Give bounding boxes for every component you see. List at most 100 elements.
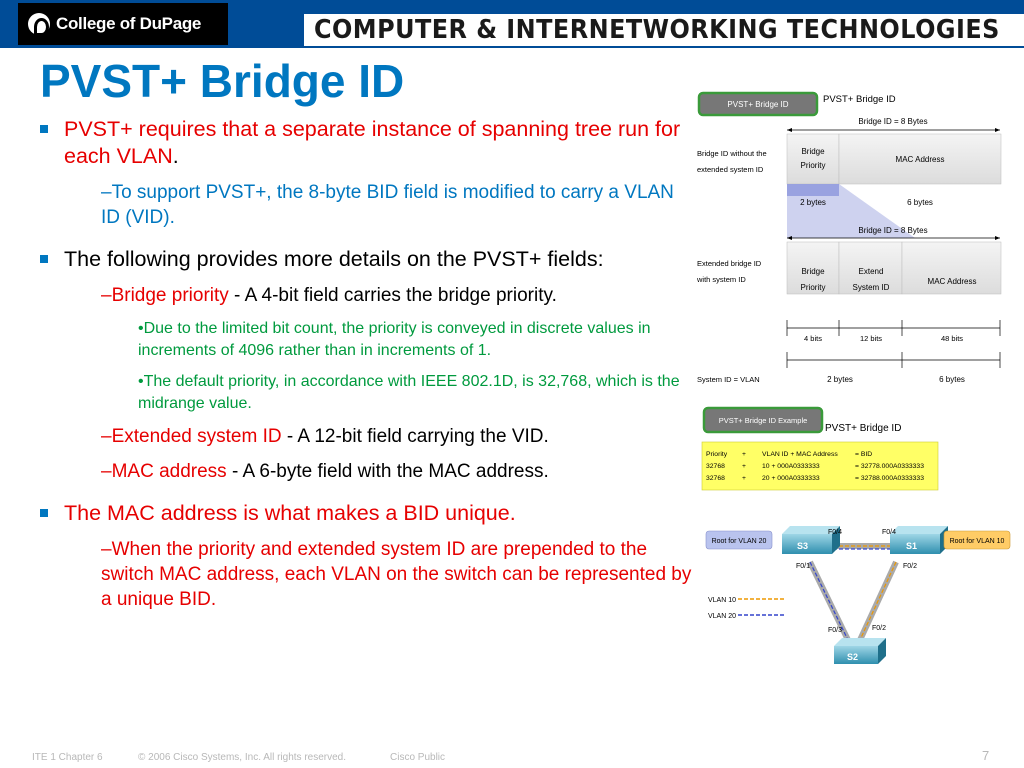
- bullet-1: PVST+ requires that a separate instance …: [36, 116, 696, 170]
- legend-vlan10-label: VLAN 10: [708, 597, 736, 604]
- term-bridge-priority: –Bridge priority: [101, 285, 229, 306]
- bullet-1-period: .: [172, 144, 179, 168]
- row2-ext-line2: System ID: [853, 283, 890, 292]
- row2-priority-line1: Bridge: [801, 267, 825, 276]
- bullet-3-text: The MAC address is what makes a BID uniq…: [64, 501, 516, 525]
- table-cell: 32768: [706, 463, 725, 470]
- sysid-2bytes-label: 2 bytes: [827, 375, 853, 384]
- banner-text: COMPUTER & INTERNETWORKING TECHNOLOGIES: [314, 15, 1000, 45]
- bullet-square-icon: [40, 509, 48, 517]
- port-label: F0/2: [903, 563, 917, 570]
- bullet-2-sub-1-dot-2: •The default priority, in accordance wit…: [138, 373, 680, 412]
- bullet-1-text: PVST+ requires that a separate instance …: [64, 117, 681, 168]
- switch-s3-label: S3: [797, 541, 808, 551]
- row2-priority-box: [786, 241, 840, 295]
- legend-vlan20-label: VLAN 20: [708, 613, 736, 620]
- table-cell: +: [742, 475, 746, 482]
- bullet-2-sub-1-dot-1: •Due to the limited bit count, the prior…: [138, 320, 651, 359]
- bid-example-table: [701, 441, 939, 491]
- root-vlan10-label: Root for VLAN 10: [950, 538, 1005, 545]
- bullet-1-sub-1: –To support PVST+, the 8-byte BID field …: [101, 182, 674, 228]
- row1-mac-label: MAC Address: [896, 155, 945, 164]
- table-cell: = BID: [855, 451, 872, 458]
- row1-mac-box: [838, 133, 1002, 185]
- bullet-2: The following provides more details on t…: [36, 246, 696, 273]
- example-heading: PVST+ Bridge ID: [825, 423, 901, 434]
- table-cell: 20 + 000A0333333: [762, 475, 820, 482]
- bullet-square-icon: [40, 125, 48, 133]
- bid-example-diagram: PVST+ Bridge ID Example PVST+ Bridge ID …: [701, 406, 1011, 664]
- bid-8bytes-label-2: Bridge ID = 8 Bytes: [858, 226, 927, 235]
- table-cell: = 32788.000A0333333: [855, 475, 924, 482]
- bid-heading: PVST+ Bridge ID: [823, 94, 896, 105]
- switch-s1-label: S1: [906, 541, 917, 551]
- table-cell: +: [742, 463, 746, 470]
- bits-48-label: 48 bits: [941, 334, 963, 343]
- footer-chapter: ITE 1 Chapter 6: [32, 752, 103, 763]
- table-cell: Priority: [706, 451, 728, 458]
- arrow-left-icon: [787, 236, 792, 240]
- example-tab: [702, 406, 824, 434]
- college-logo-icon: [28, 13, 50, 36]
- port-label: F0/2: [872, 625, 886, 632]
- bid-tab: [697, 91, 819, 117]
- footer-classification: Cisco Public: [390, 752, 446, 763]
- desc-bridge-priority: - A 4-bit field carries the bridge prior…: [228, 285, 557, 306]
- row1-priority-line1: Bridge: [801, 147, 825, 156]
- header-bar: College of DuPage COMPUTER & INTERNETWOR…: [0, 0, 1024, 48]
- bullet-square-icon: [40, 255, 48, 263]
- root-vlan20-label: Root for VLAN 20: [712, 538, 767, 545]
- root-vlan20-badge: [705, 530, 773, 550]
- bullet-3-sub-1: –When the priority and extended system I…: [101, 539, 692, 610]
- arrow-right-icon: [995, 128, 1000, 132]
- root-vlan10-badge: [943, 530, 1011, 550]
- port-label: F0/4: [882, 529, 896, 536]
- sysid-6bytes-label: 6 bytes: [939, 375, 965, 384]
- row2-ext-box: [838, 241, 903, 295]
- switch-s1-icon: S1: [890, 526, 948, 554]
- switch-s2-icon: S2: [834, 638, 886, 664]
- expansion-wedge: [787, 184, 915, 238]
- bits-4-label: 4 bits: [804, 334, 822, 343]
- table-cell: 10 + 000A0333333: [762, 463, 820, 470]
- link-s3-s2-vlan20: [809, 561, 849, 641]
- table-cell: 32768: [706, 475, 725, 482]
- arrow-right-icon: [995, 236, 1000, 240]
- bid-8bytes-label-1: Bridge ID = 8 Bytes: [858, 117, 927, 126]
- term-mac-address: –MAC address: [101, 461, 227, 482]
- bid-tab-label: PVST+ Bridge ID: [727, 100, 788, 109]
- logo-text: College of DuPage: [56, 14, 202, 33]
- port-label: F0/3: [828, 627, 842, 634]
- department-banner: COMPUTER & INTERNETWORKING TECHNOLOGIES: [296, 14, 1024, 46]
- footer-copyright: © 2006 Cisco Systems, Inc. All rights re…: [138, 752, 347, 763]
- row1-priority-box: [786, 133, 840, 185]
- sysid-label: System ID = VLAN: [697, 375, 760, 384]
- switch-s2-label: S2: [847, 652, 858, 662]
- slide-body: PVST+ requires that a separate instance …: [36, 116, 696, 622]
- desc-extended-system-id: - A 12-bit field carrying the VID.: [281, 426, 549, 447]
- bullet-2-sub-3: –MAC address - A 6-byte field with the M…: [36, 459, 696, 484]
- row2-label-line1: Extended bridge ID: [697, 259, 762, 268]
- term-extended-system-id: –Extended system ID: [101, 426, 282, 447]
- row1-label-line2: extended system ID: [697, 165, 764, 174]
- bullet-2-sub-2: –Extended system ID - A 12-bit field car…: [36, 424, 696, 449]
- arrow-left-icon: [787, 128, 792, 132]
- bits-12-label: 12 bits: [860, 334, 882, 343]
- bid-format-diagram: PVST+ Bridge ID PVST+ Bridge ID Bridge I…: [696, 91, 1002, 384]
- bullet-2-text: The following provides more details on t…: [64, 247, 604, 271]
- port-label: F0/4: [828, 529, 842, 536]
- table-cell: VLAN ID + MAC Address: [762, 451, 838, 458]
- table-cell: +: [742, 451, 746, 458]
- row2-mac-box: [901, 241, 1002, 295]
- row2-ext-line1: Extend: [859, 267, 884, 276]
- college-logo: College of DuPage: [18, 3, 228, 45]
- two-bytes-label: 2 bytes: [800, 198, 826, 207]
- row2-mac-label: MAC Address: [928, 277, 977, 286]
- slide-title: PVST+ Bridge ID: [40, 55, 405, 107]
- link-s1-s2-vlan10: [859, 561, 897, 641]
- two-bytes-band: [787, 184, 839, 196]
- row2-label-line2: with system ID: [696, 275, 746, 284]
- bullet-2-sub-1: –Bridge priority - A 4-bit field carries…: [36, 283, 696, 308]
- row1-label-line1: Bridge ID without the: [697, 149, 767, 158]
- example-tab-label: PVST+ Bridge ID Example: [719, 416, 808, 425]
